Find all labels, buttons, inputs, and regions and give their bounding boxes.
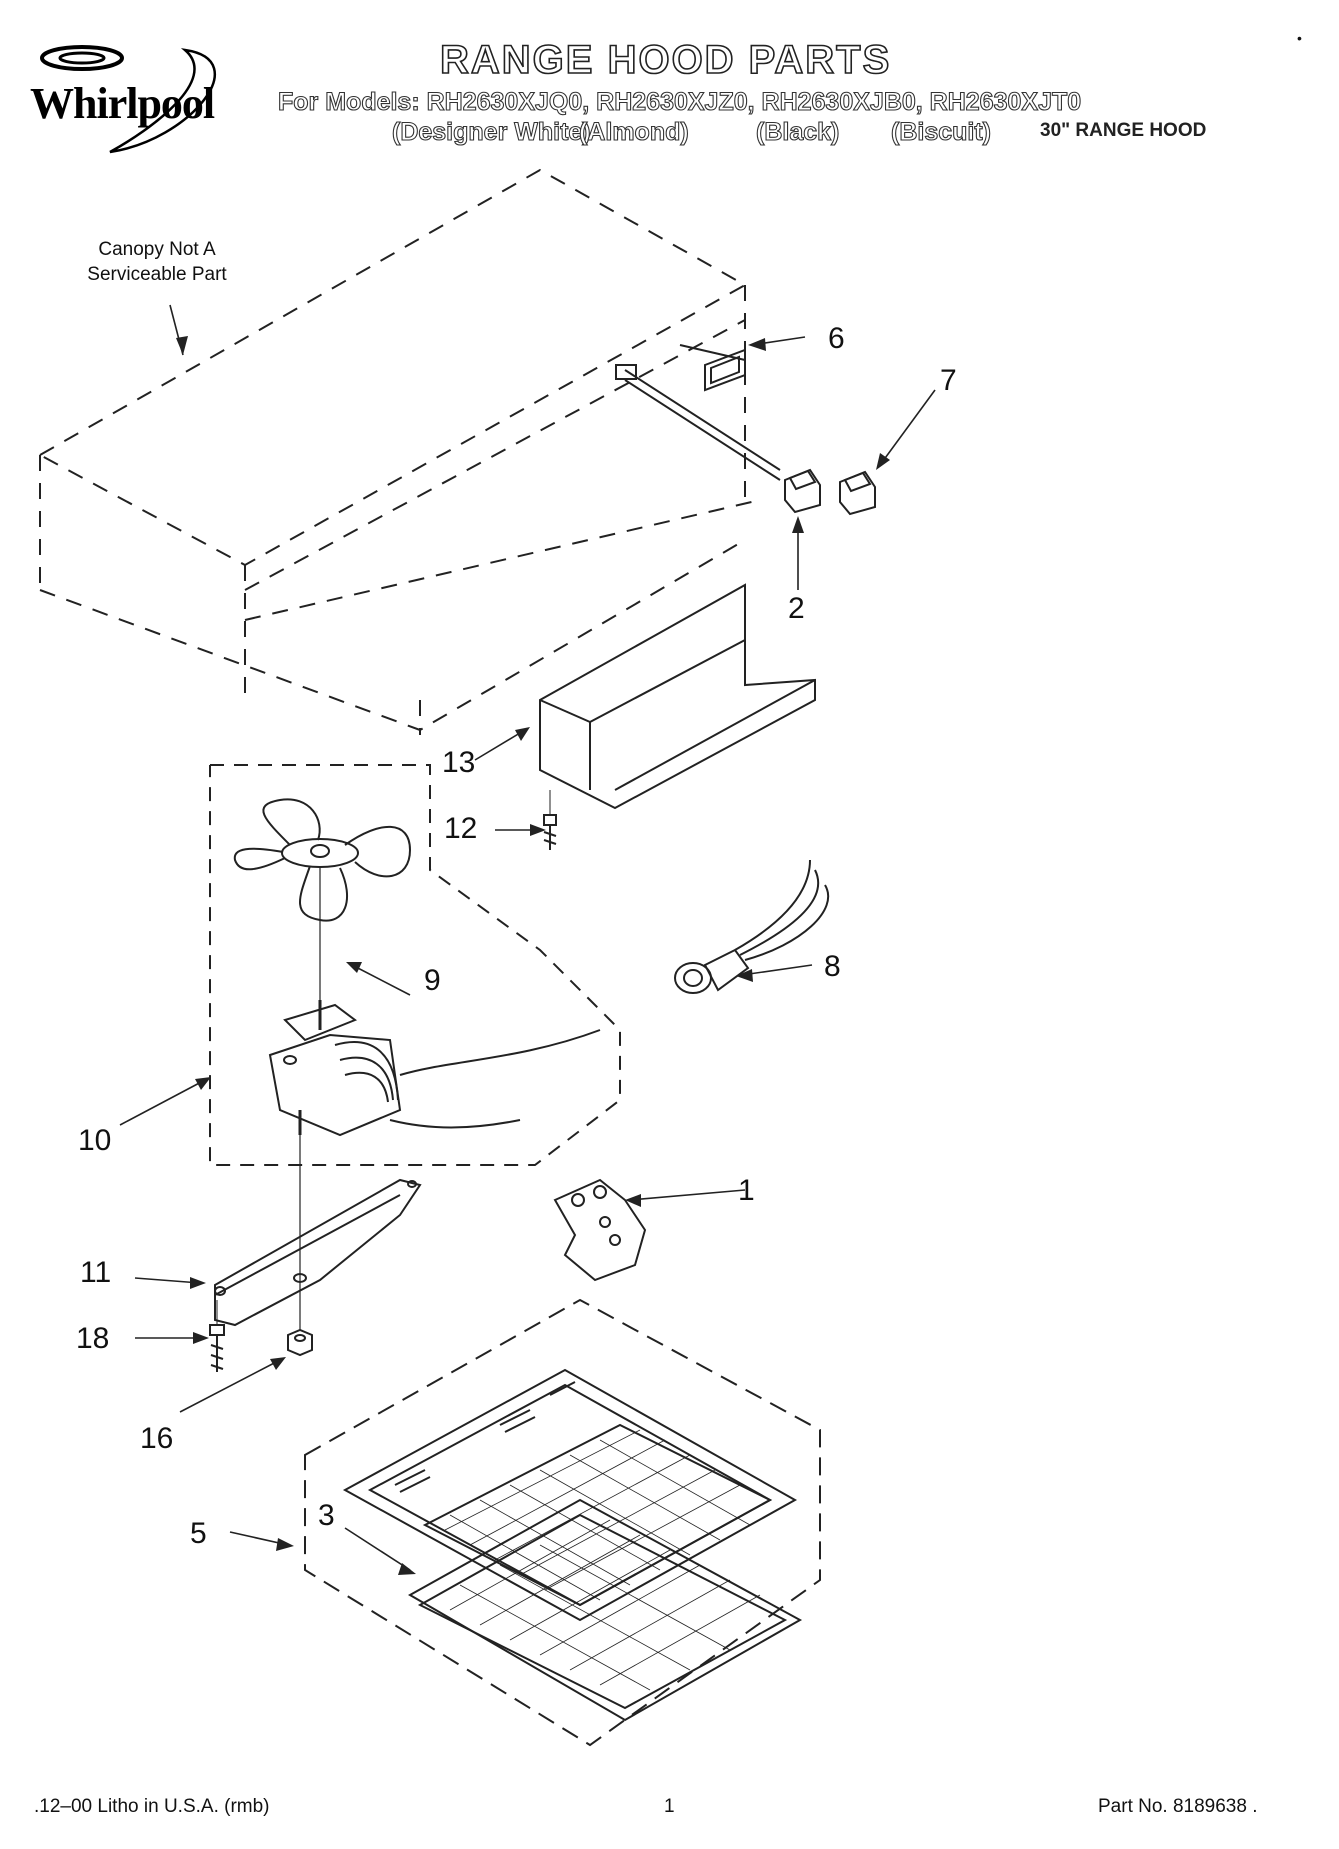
models-line: For Models: RH2630XJQ0, RH2630XJZ0, RH26… bbox=[277, 87, 1082, 116]
callout-3: 3 bbox=[318, 1499, 335, 1532]
callout-11: 11 bbox=[80, 1256, 111, 1289]
leader-lines bbox=[119, 304, 936, 1571]
rocker-switch bbox=[784, 468, 821, 514]
switch-knob bbox=[839, 470, 876, 516]
size-label: 30" RANGE HOOD bbox=[1040, 120, 1207, 141]
charcoal-filter bbox=[407, 1498, 803, 1722]
callout-12: 12 bbox=[444, 812, 477, 845]
callout-13: 13 bbox=[442, 746, 475, 779]
variant-label: (Black) bbox=[755, 117, 840, 146]
fan-motor bbox=[268, 1000, 601, 1330]
exploded-parts-diagram: Canopy Not A Serviceable Part 6 7 2 13 1… bbox=[39, 168, 957, 1747]
canopy-note-line1: Canopy Not A bbox=[98, 239, 216, 260]
callout-7: 7 bbox=[940, 364, 957, 397]
footer-print-info: .12–00 Litho in U.S.A. (rmb) bbox=[34, 1796, 270, 1817]
fan-blade bbox=[233, 798, 412, 1000]
light-bracket bbox=[553, 1178, 647, 1282]
footer-page-number: 1 bbox=[664, 1796, 675, 1817]
screw-18 bbox=[209, 1300, 225, 1372]
canopy-note-line2: Serviceable Part bbox=[87, 264, 227, 285]
page-title: RANGE HOOD PARTS bbox=[439, 37, 892, 83]
whirlpool-logo bbox=[40, 45, 216, 154]
callout-2: 2 bbox=[788, 592, 805, 625]
callout-5: 5 bbox=[190, 1517, 207, 1550]
variant-label: (Designer White) bbox=[391, 117, 591, 146]
brand-wordmark: Whirlpool bbox=[30, 79, 215, 128]
canopy-outline bbox=[39, 168, 761, 735]
switch-bracket bbox=[615, 344, 781, 481]
motor-bracket bbox=[214, 1178, 422, 1327]
hex-nut bbox=[287, 1328, 313, 1357]
callout-16: 16 bbox=[140, 1422, 173, 1455]
variant-label: (Biscuit) bbox=[890, 117, 991, 146]
light-lens bbox=[704, 348, 746, 392]
callout-8: 8 bbox=[824, 950, 841, 983]
callout-6: 6 bbox=[828, 322, 845, 355]
screw-12 bbox=[543, 790, 557, 850]
footer-part-number: Part No. 8189638 . bbox=[1098, 1796, 1258, 1817]
callout-1: 1 bbox=[738, 1174, 755, 1207]
callout-9: 9 bbox=[424, 964, 441, 997]
corner-mark: • bbox=[1297, 30, 1302, 46]
callout-18: 18 bbox=[76, 1322, 109, 1355]
variant-label: (Almond) bbox=[578, 117, 689, 146]
damper-assembly bbox=[539, 583, 816, 810]
motor-assembly-boundary bbox=[209, 764, 621, 1166]
leader-arrowheads bbox=[176, 336, 890, 1575]
filter-boundary bbox=[304, 1298, 821, 1747]
callout-10: 10 bbox=[78, 1124, 111, 1157]
grease-filter bbox=[342, 1368, 798, 1622]
light-socket bbox=[674, 859, 830, 994]
